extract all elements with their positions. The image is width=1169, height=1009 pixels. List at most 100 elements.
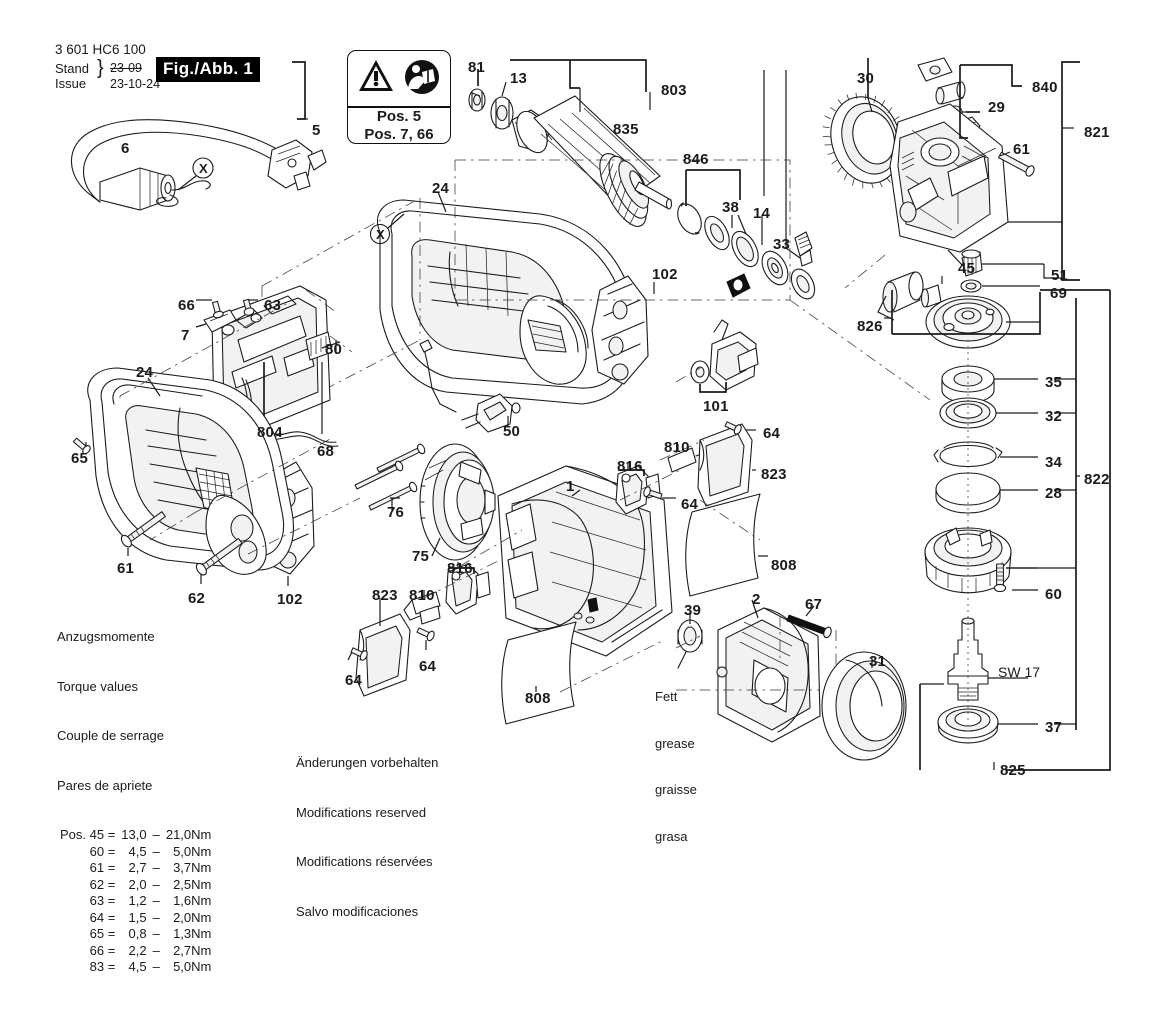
date-struck-through: 23-09 <box>110 61 142 75</box>
part-group-power-cord <box>70 61 327 211</box>
part-label-76: 76 <box>387 504 405 521</box>
part-label-39: 39 <box>684 602 702 619</box>
parts-diagram-sheet: .ln{fill:none;stroke:#1b1b1b;stroke-widt… <box>55 42 1111 974</box>
part-label-31: 31 <box>869 653 887 670</box>
part-label-816: 816 <box>617 458 643 475</box>
warning-pos-line-1: Pos. 5 <box>376 108 422 125</box>
grease-de: Fett <box>655 689 678 704</box>
part-label-823: 823 <box>761 466 787 483</box>
torque-row: 60 =4,5–5,0Nm <box>57 844 214 861</box>
warning-triangle-icon <box>359 60 393 91</box>
part-label-51: 51 <box>1051 267 1069 284</box>
part-label-810: 810 <box>664 439 690 456</box>
part-label-804: 804 <box>257 424 283 441</box>
part-group-101 <box>675 319 759 393</box>
torque-pos: 60 = <box>89 843 116 859</box>
part-label-24: 24 <box>432 180 450 197</box>
part-label-823: 823 <box>372 587 398 604</box>
torque-dash: – <box>152 959 160 974</box>
exploded-view-drawing: .ln{fill:none;stroke:#1b1b1b;stroke-widt… <box>70 57 1111 771</box>
torque-max: 2,5Nm <box>173 876 212 892</box>
torque-max: 1,6Nm <box>173 893 212 908</box>
part-label-816: 816 <box>447 560 473 577</box>
sheet-code: 3 601 HC6 100 <box>55 42 146 57</box>
torque-min: 0,8 <box>128 926 147 941</box>
part-label-34: 34 <box>1045 454 1063 471</box>
part-label-29: 29 <box>988 99 1006 116</box>
torque-dash: – <box>152 876 160 892</box>
date-current: 23-10-24 <box>110 77 161 91</box>
part-label-33: 33 <box>773 236 791 253</box>
part-label-28: 28 <box>1045 485 1063 502</box>
part-label-826: 826 <box>857 318 883 335</box>
part-label-45: 45 <box>958 260 976 277</box>
part-label-38: 38 <box>722 199 740 216</box>
modifications-es: Salvo modificaciones <box>296 903 419 919</box>
torque-min: 1,2 <box>128 893 147 908</box>
torque-heading-de: Anzugsmomente <box>57 629 155 644</box>
torque-heading-fr: Couple de serrage <box>57 728 164 743</box>
torque-heading-es: Pares de apriete <box>57 777 153 793</box>
torque-row: 65 =0,8–1,3Nm <box>57 926 214 943</box>
torque-row: 66 =2,2–2,7Nm <box>57 943 214 960</box>
modifications-fr: Modifications réservées <box>296 854 433 869</box>
part-label-61: 61 <box>117 560 135 577</box>
torque-dash: – <box>152 942 160 958</box>
part-label-75: 75 <box>412 548 430 565</box>
torque-pos: 65 = <box>89 926 116 941</box>
part-group-spindle-column <box>919 289 1111 771</box>
grease-en: grease <box>655 735 695 751</box>
torque-dash: – <box>152 909 160 925</box>
part-group-handle-housing-left <box>72 303 361 584</box>
torque-row: 63 =1,2–1,6Nm <box>57 893 214 910</box>
part-label-61: 61 <box>1013 141 1031 158</box>
part-label-808: 808 <box>771 557 797 574</box>
part-label-810: 810 <box>409 587 435 604</box>
torque-max: 2,7Nm <box>173 942 212 958</box>
part-group-motor-housing <box>347 421 907 761</box>
part-label-63: 63 <box>264 297 282 314</box>
part-label-102: 102 <box>277 591 303 608</box>
part-label-835: 835 <box>613 121 639 138</box>
part-label-68: 68 <box>317 443 335 460</box>
part-label-13: 13 <box>510 70 528 87</box>
issue-label: Issue <box>55 76 87 91</box>
stand-label: Stand <box>55 61 89 76</box>
torque-max: 5,0Nm <box>173 959 212 974</box>
part-label-64: 64 <box>763 425 781 442</box>
part-label-2: 2 <box>752 591 761 608</box>
part-label-69: 69 <box>1050 285 1068 302</box>
torque-pos: 64 = <box>89 909 116 925</box>
torque-dash: – <box>152 843 160 859</box>
header-brace: } <box>97 57 104 79</box>
grease-es: grasa <box>655 828 688 844</box>
part-group-armature <box>468 59 816 300</box>
part-label-1: 1 <box>566 478 575 495</box>
torque-pos: 66 = <box>89 942 116 958</box>
part-label-37: 37 <box>1045 719 1063 736</box>
part-label-65: 65 <box>71 450 89 467</box>
part-label-6: 6 <box>121 140 130 157</box>
modifications-en: Modifications reserved <box>296 804 427 820</box>
part-label-822: 822 <box>1084 471 1110 488</box>
torque-pos: 62 = <box>89 876 116 892</box>
torque-dash: – <box>152 860 160 875</box>
part-label-840: 840 <box>1032 79 1058 96</box>
torque-pos: Pos. 45 = <box>60 827 116 842</box>
torque-dash: – <box>152 893 160 908</box>
torque-min: 2,7 <box>128 860 147 875</box>
marker-x-circle <box>192 157 214 179</box>
part-label-62: 62 <box>188 590 206 607</box>
part-group-handle-shell-top <box>261 191 638 423</box>
torque-min: 1,5 <box>128 909 147 925</box>
part-label-80: 80 <box>325 341 343 358</box>
part-label-846: 846 <box>683 151 709 168</box>
part-label-825: 825 <box>1000 762 1026 779</box>
warning-pos-line-2: Pos. 7, 66 <box>364 126 434 143</box>
torque-pos: 83 = <box>89 959 116 974</box>
torque-max: 21,0Nm <box>165 827 212 842</box>
torque-row: 64 =1,5–2,0Nm <box>57 910 214 927</box>
part-label-64: 64 <box>419 658 437 675</box>
part-label-102: 102 <box>652 266 678 283</box>
